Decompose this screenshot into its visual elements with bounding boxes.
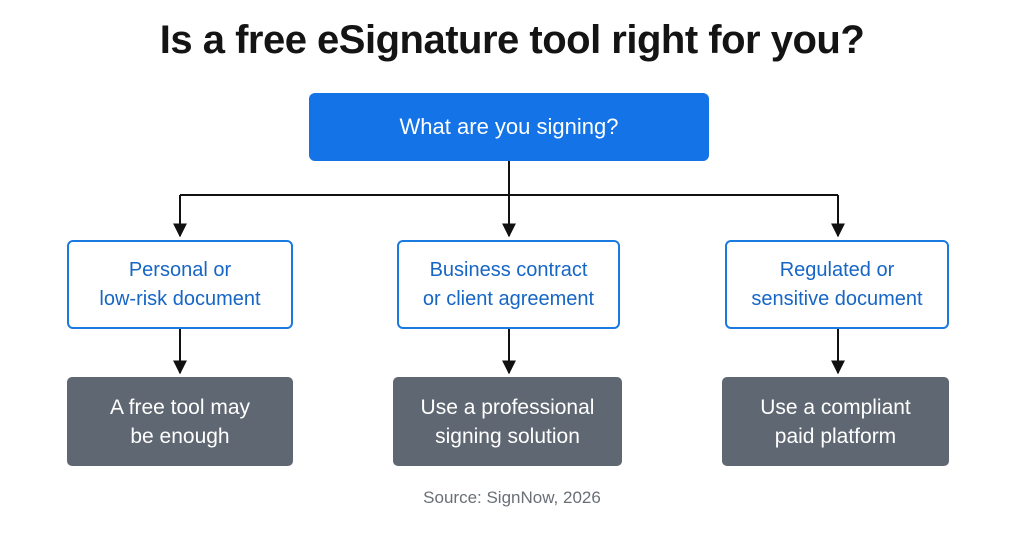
- diagram-title: Is a free eSignature tool right for you?: [159, 18, 865, 62]
- branch-box-personal: Personal or low-risk document: [67, 240, 293, 329]
- branch-box-business: Business contract or client agreement: [397, 240, 620, 329]
- branch-label-regulated: Regulated or sensitive document: [751, 258, 923, 310]
- answer-label-professional: Use a professional signing solution: [420, 395, 595, 448]
- answer-box-professional: Use a professional signing solution: [393, 377, 622, 466]
- branch-label-personal: Personal or low-risk document: [99, 258, 261, 310]
- root-question-label: What are you signing?: [399, 114, 619, 139]
- branch-box-regulated: Regulated or sensitive document: [725, 240, 949, 329]
- answer-label-free-tool: A free tool may be enough: [109, 395, 251, 448]
- root-question-box: What are you signing?: [309, 93, 709, 161]
- branch-label-business: Business contract or client agreement: [422, 258, 595, 310]
- answer-label-compliant: Use a compliant paid platform: [760, 395, 911, 448]
- source-caption: Source: SignNow, 2026: [423, 488, 601, 507]
- answer-box-compliant: Use a compliant paid platform: [722, 377, 949, 466]
- answer-box-free-tool: A free tool may be enough: [67, 377, 293, 466]
